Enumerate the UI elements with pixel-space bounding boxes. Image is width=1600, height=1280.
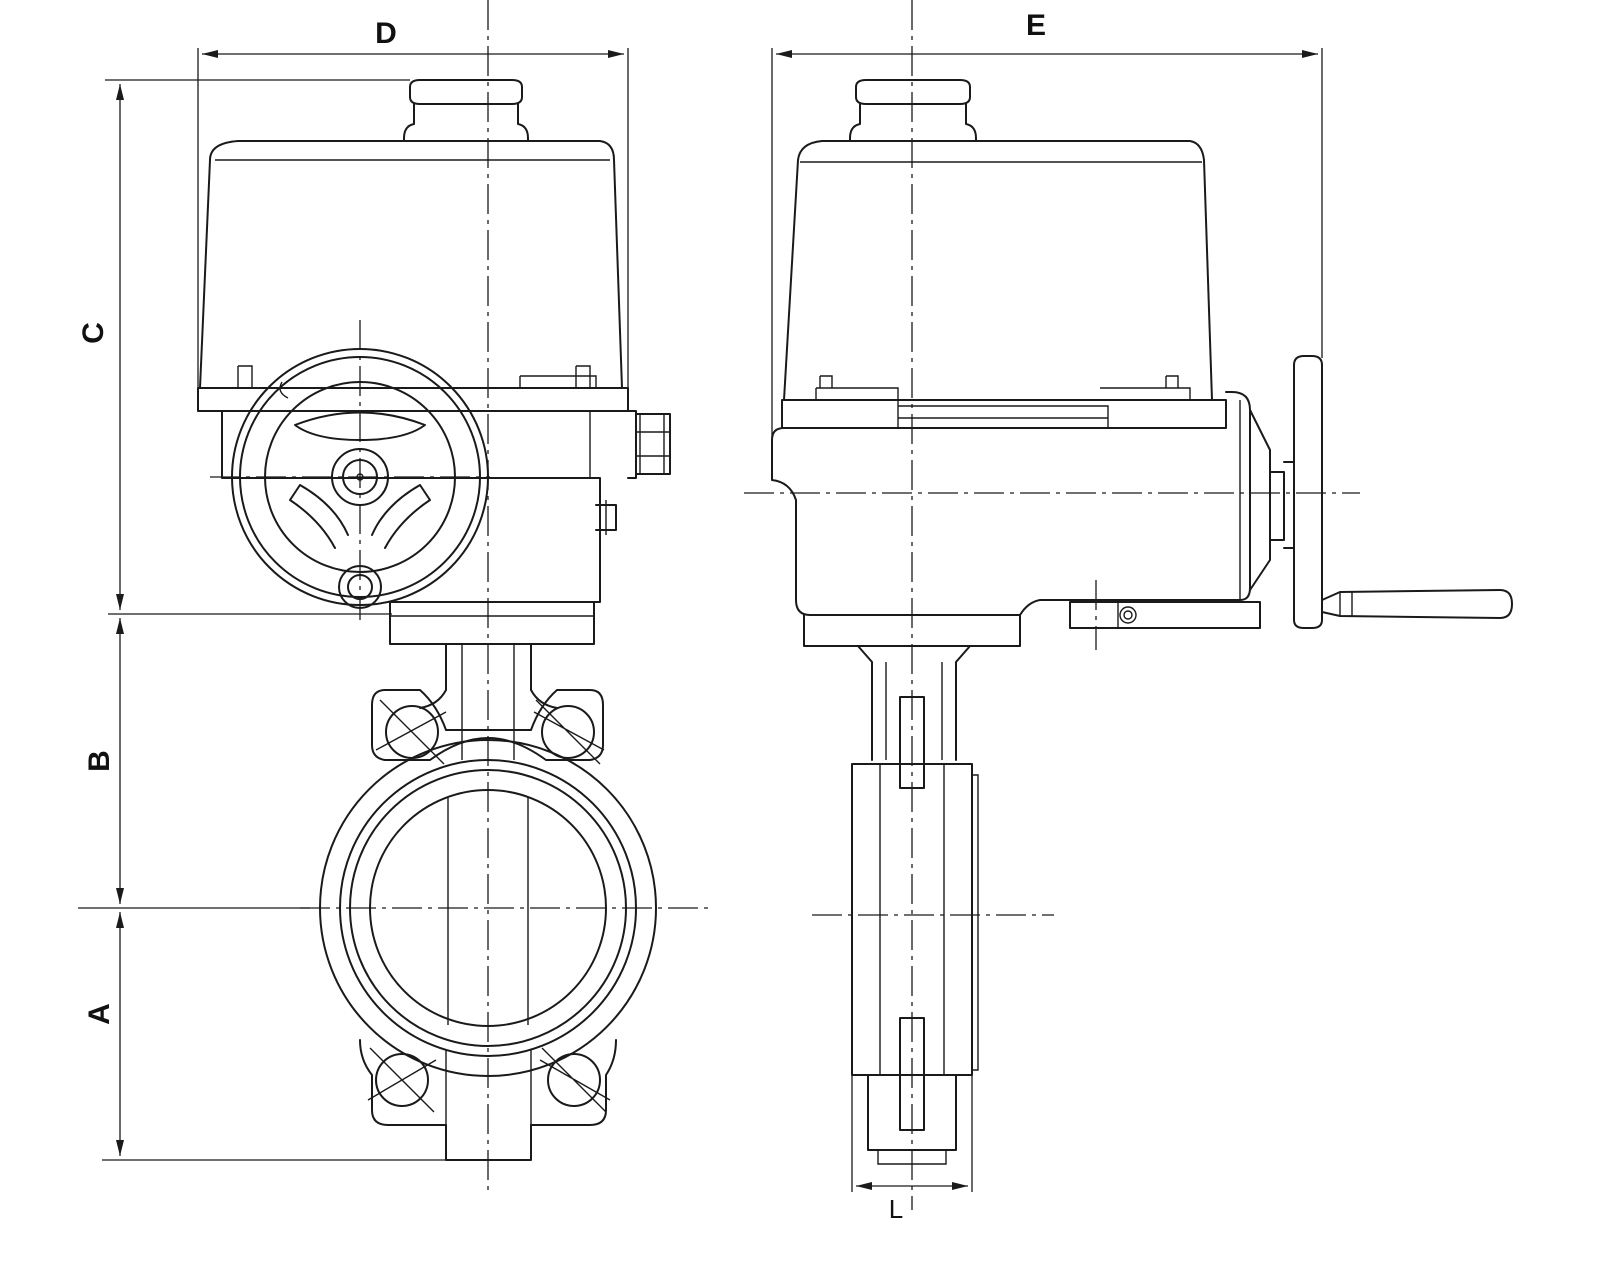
front-actuator-cover	[197, 140, 629, 412]
front-actuator-cap	[403, 79, 529, 142]
side-lever-bracket	[1069, 601, 1261, 629]
side-gearbox-housing	[771, 391, 1295, 616]
front-neck	[389, 601, 595, 760]
front-centerlines	[210, 0, 708, 1195]
side-handwheel	[1293, 355, 1513, 629]
dimension-e: E	[776, 9, 1318, 58]
dimensions: C B A D E	[77, 9, 1323, 1224]
dimension-b: B	[83, 618, 124, 904]
side-centerlines	[744, 0, 1360, 1210]
label-c: C	[77, 322, 110, 344]
side-actuator-cap	[849, 79, 977, 142]
side-actuator-cover	[781, 140, 1227, 429]
label-a: A	[83, 1003, 116, 1025]
side-valve-body	[851, 696, 979, 1165]
label-b: B	[83, 750, 116, 772]
dimension-c: C	[77, 84, 124, 610]
side-view	[744, 0, 1513, 1210]
front-gearbox-housing	[221, 410, 671, 603]
front-bolt-holes	[367, 699, 611, 1113]
label-d: D	[375, 17, 397, 50]
label-l: L	[889, 1194, 903, 1224]
label-e: E	[1026, 9, 1046, 42]
dimension-l: L	[856, 1182, 968, 1224]
front-view	[197, 0, 708, 1195]
dimension-a: A	[83, 912, 124, 1156]
dimension-d: D	[202, 17, 624, 58]
